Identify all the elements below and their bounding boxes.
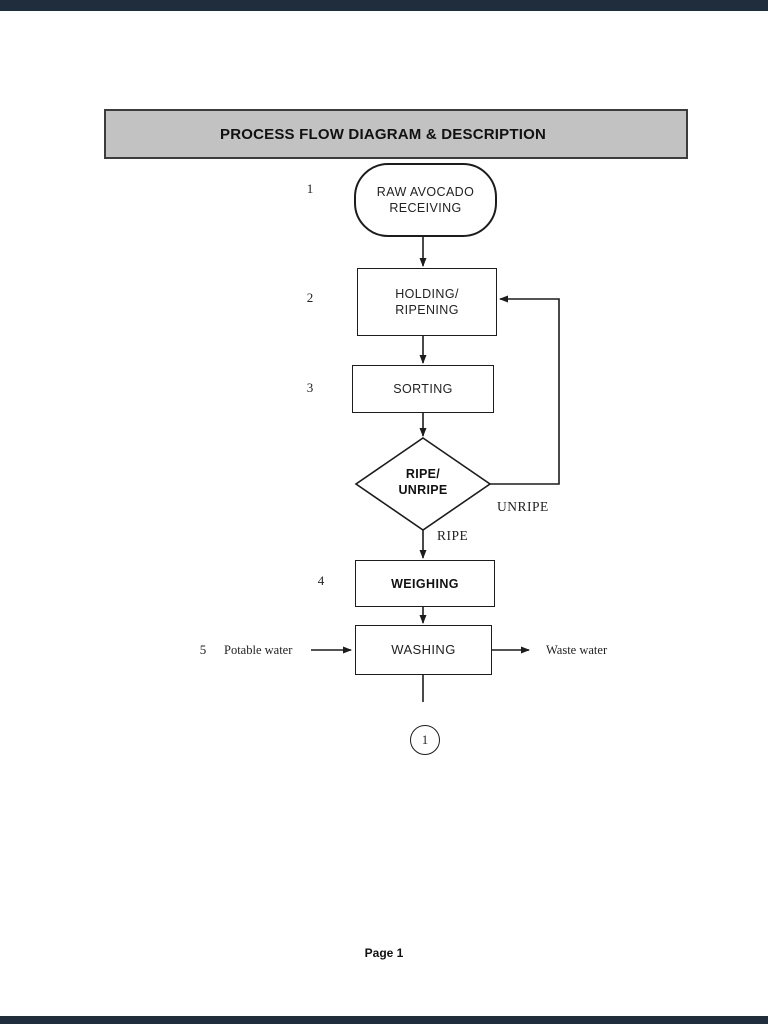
process-box-washing: WASHING [355, 625, 492, 675]
branch-label-unripe: UNRIPE [497, 499, 549, 514]
decision-label: RIPE/ UNRIPE [373, 466, 473, 498]
process-box-holding-ripening: HOLDING/ RIPENING [357, 268, 497, 336]
section-header: PROCESS FLOW DIAGRAM & DESCRIPTION [104, 109, 688, 159]
step-number-2: 2 [306, 290, 314, 305]
terminator-label-line2: RECEIVING [389, 201, 462, 215]
branch-label-ripe: RIPE [437, 528, 469, 543]
process-label-line2: RIPENING [395, 303, 459, 317]
flowchart-connectors [311, 233, 560, 702]
process-label-line1: HOLDING/ [395, 287, 459, 301]
offpage-connector-number: 1 [421, 732, 429, 747]
process-label: SORTING [393, 382, 453, 396]
decision-label-line1: RIPE/ [405, 467, 441, 481]
step-number-3: 3 [306, 380, 314, 395]
process-box-weighing: WEIGHING [355, 560, 495, 607]
viewer-chrome-bottom-bar [0, 1016, 768, 1024]
decision-label-line2: UNRIPE [398, 483, 448, 497]
page-footer: Page 1 [364, 946, 404, 960]
output-label-waste-water: Waste water [546, 643, 608, 657]
viewer-chrome-top-bar [0, 0, 768, 11]
input-label-potable-water: Potable water [224, 643, 293, 657]
process-label: WASHING [391, 642, 456, 657]
step-number-1: 1 [306, 181, 314, 196]
offpage-connector: 1 [410, 725, 440, 755]
page-title: PROCESS FLOW DIAGRAM & DESCRIPTION [220, 125, 546, 143]
step-number-5: 5 [199, 642, 207, 657]
process-box-sorting: SORTING [352, 365, 494, 413]
document-page: PROCESS FLOW DIAGRAM & DESCRIPTION 1 2 3… [0, 11, 768, 1016]
process-label: WEIGHING [391, 576, 459, 591]
terminator-raw-avocado-receiving: RAW AVOCADO RECEIVING [354, 163, 497, 237]
arrow-unripe-feedback-to-holding [490, 295, 560, 485]
terminator-label-line1: RAW AVOCADO [376, 185, 475, 199]
step-number-4: 4 [317, 573, 325, 588]
